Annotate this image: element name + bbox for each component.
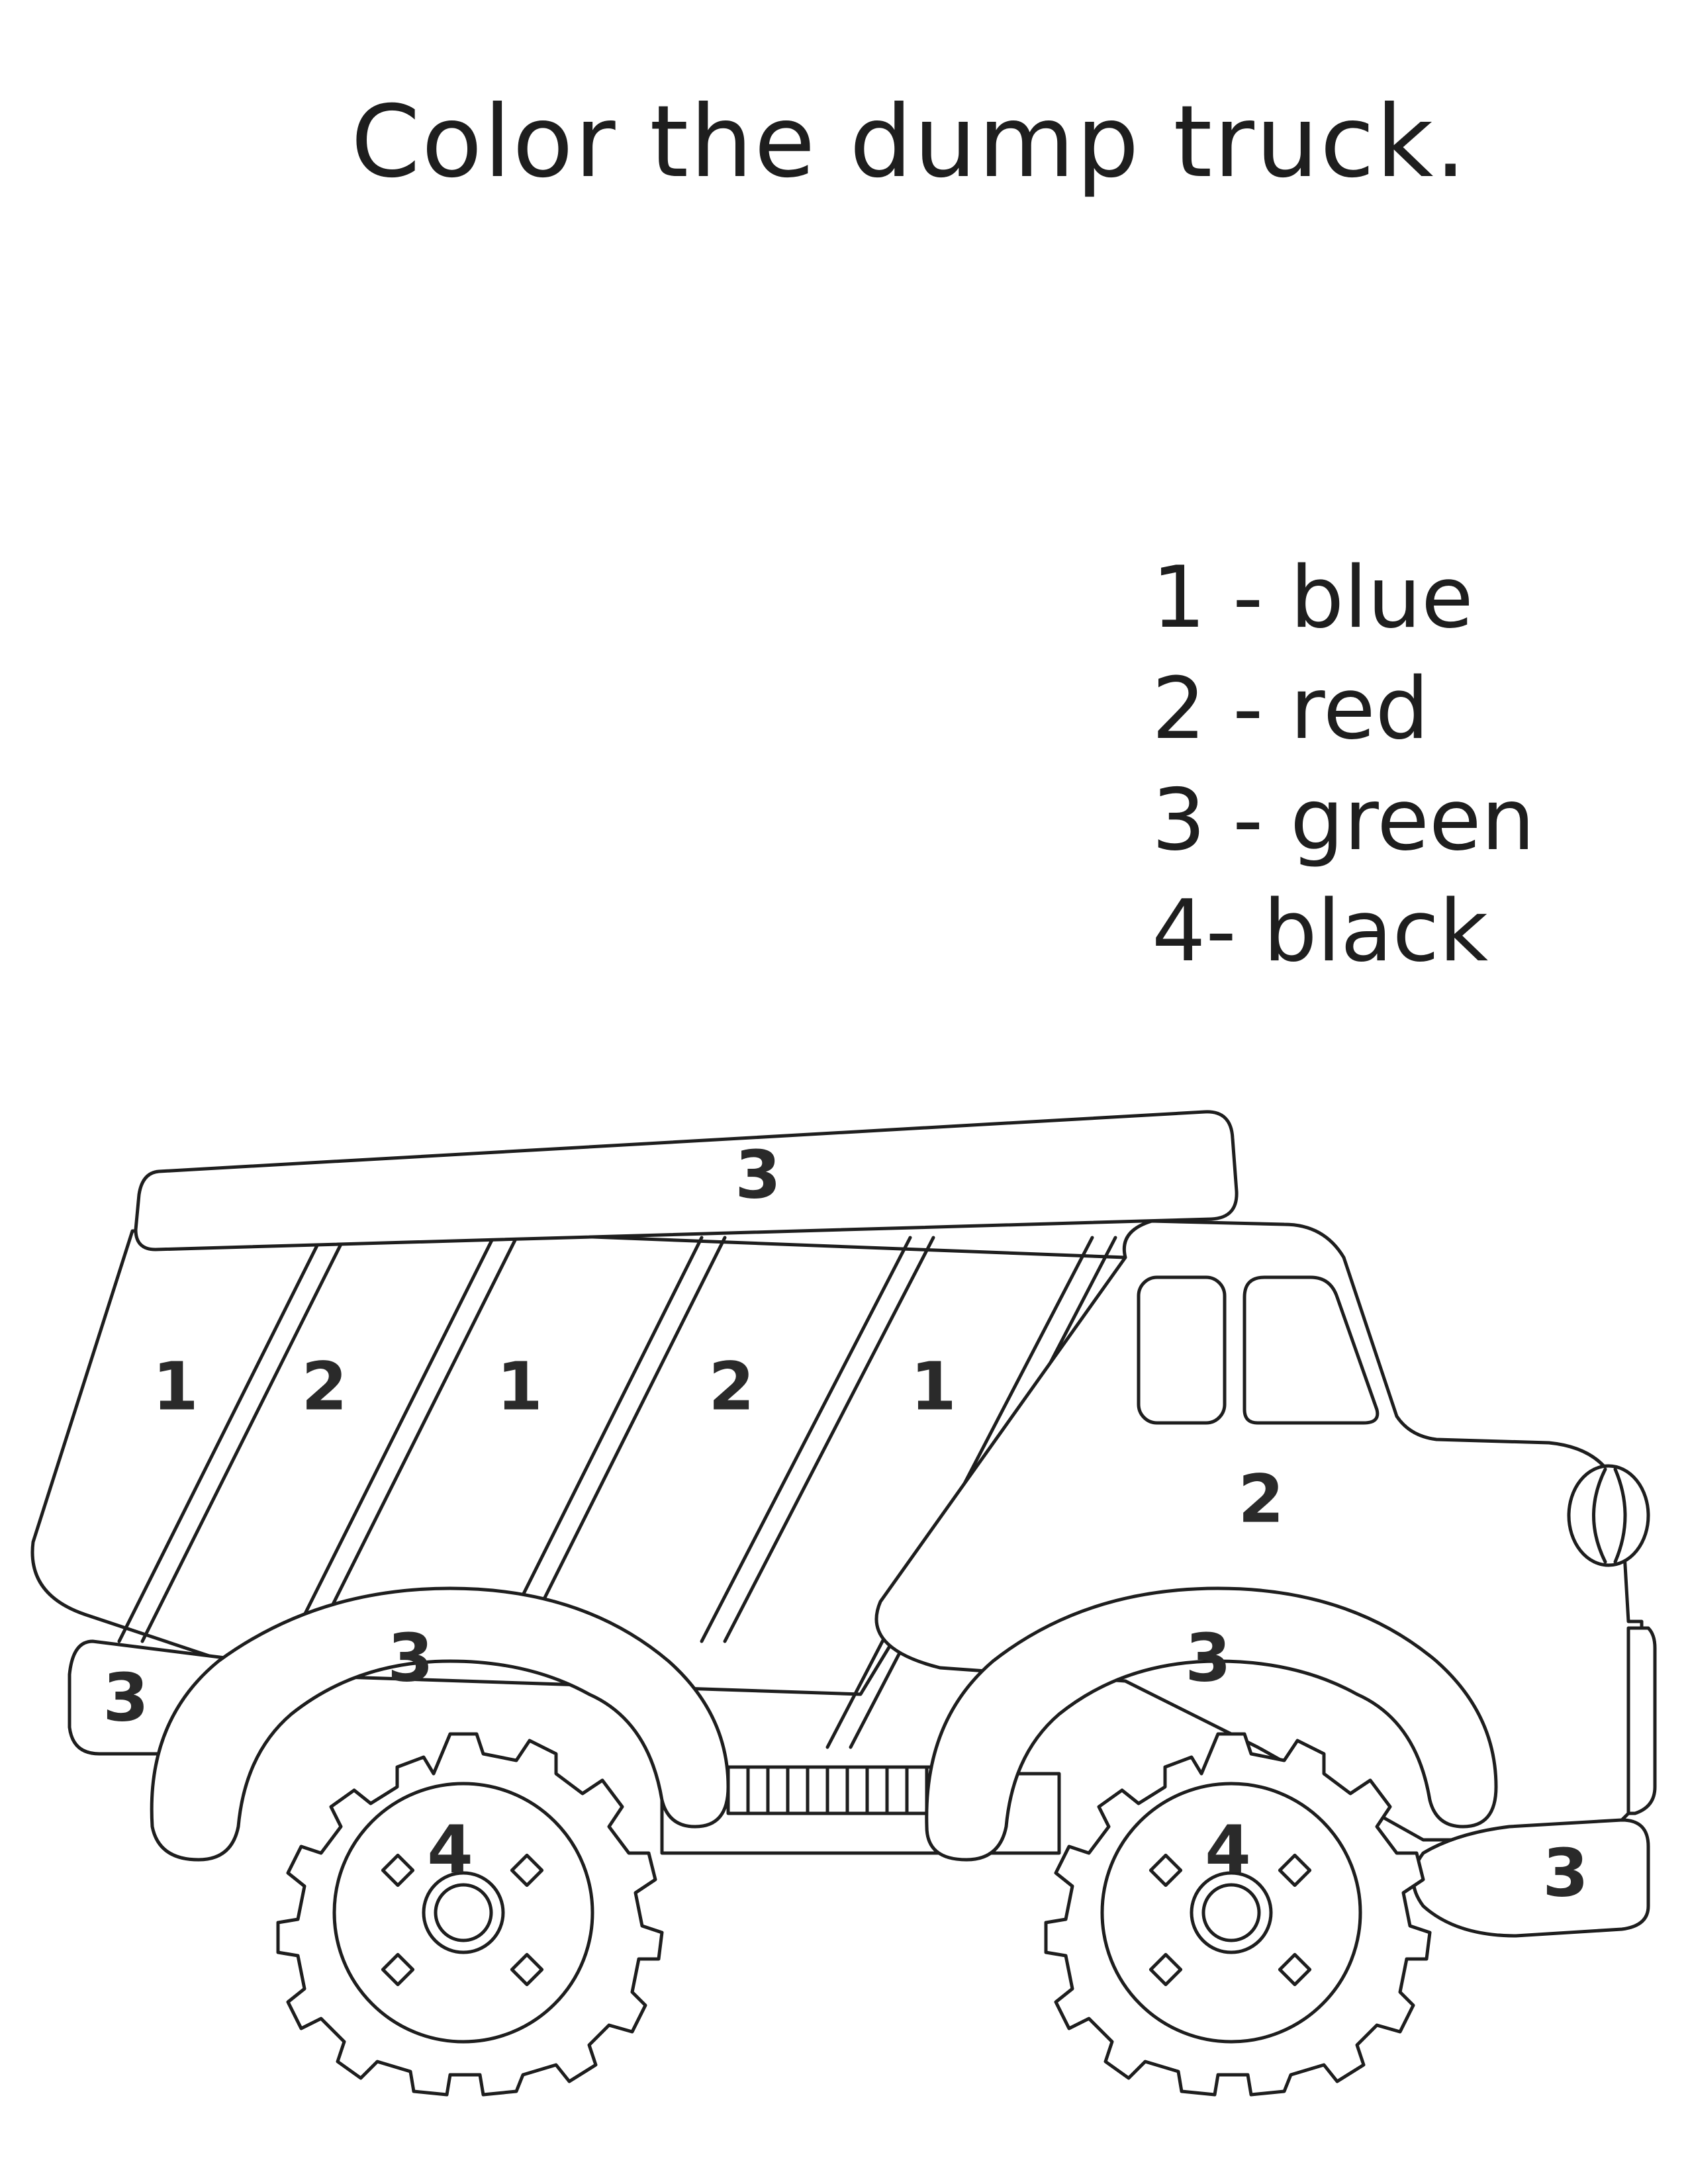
rear-fender <box>150 1586 730 1862</box>
page-title: Color the dump truck. <box>351 85 1468 200</box>
region-number-stripe-2: 2 <box>301 1348 348 1426</box>
front-bumper <box>1411 1818 1650 1938</box>
region-number-cab: 2 <box>1238 1461 1284 1538</box>
region-number-stripe-1: 1 <box>152 1348 199 1426</box>
headlight-icon <box>1567 1464 1650 1567</box>
chassis-ladder <box>726 1765 949 1815</box>
bed-top-rail <box>134 1110 1239 1251</box>
region-number-stripe-5: 1 <box>910 1348 957 1426</box>
key-item-green: 3 - green <box>1152 771 1535 870</box>
region-number-front-bumper: 3 <box>1542 1835 1589 1912</box>
region-number-front-fender: 3 <box>1185 1619 1231 1697</box>
region-number-bed-top: 3 <box>735 1136 781 1214</box>
front-wheel <box>1044 1732 1432 2097</box>
color-key: 1 - blue 2 - red 3 - green 4- black <box>1152 543 1535 987</box>
rear-wheel <box>276 1732 664 2097</box>
front-grille <box>1626 1626 1657 1815</box>
region-number-rear-bumper: 3 <box>103 1659 149 1737</box>
cab-window-back <box>1137 1275 1227 1425</box>
key-item-red: 2 - red <box>1152 660 1429 758</box>
region-number-stripe-3: 1 <box>496 1348 543 1426</box>
region-number-front-wheel: 4 <box>1205 1811 1251 1889</box>
front-fender <box>925 1586 1498 1862</box>
region-number-rear-fender: 3 <box>387 1619 434 1697</box>
key-item-black: 4- black <box>1152 882 1489 981</box>
region-number-stripe-4: 2 <box>708 1348 755 1426</box>
cab-window-front <box>1243 1275 1380 1425</box>
region-number-rear-wheel: 4 <box>427 1811 473 1889</box>
key-item-blue: 1 - blue <box>1152 549 1474 647</box>
